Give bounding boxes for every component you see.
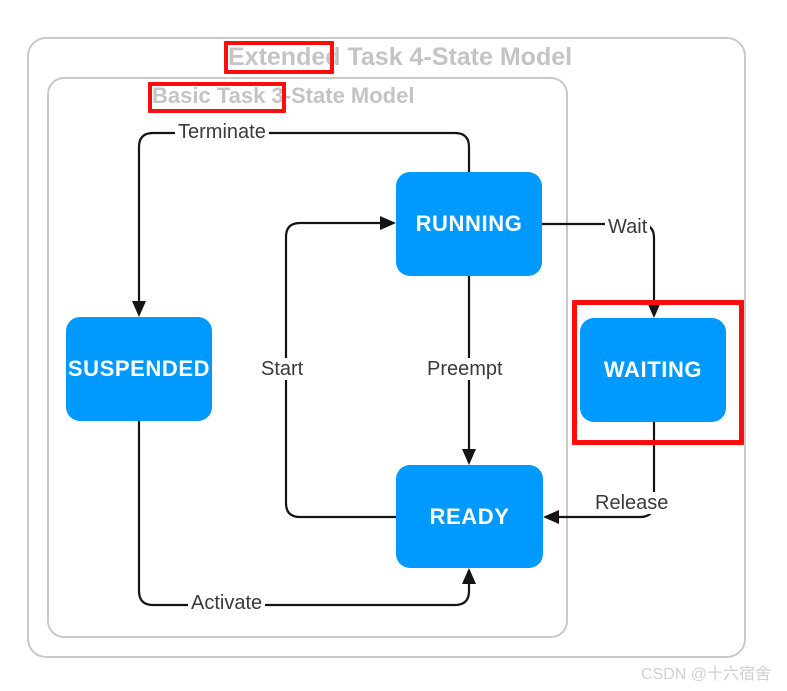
edge-terminate — [137, 131, 471, 305]
edge-label-release: Release — [592, 492, 672, 514]
arrow-preempt — [462, 449, 476, 465]
edge-activate — [137, 421, 471, 607]
outer-frame-extended-model — [27, 37, 746, 658]
edge-label-activate: Activate — [188, 592, 266, 614]
edge-label-preempt: Preempt — [424, 358, 506, 380]
arrow-wait — [647, 302, 661, 318]
edge-label-wait: Wait — [605, 216, 651, 238]
arrow-release — [543, 510, 559, 524]
inner-frame-basic-model — [47, 77, 568, 638]
highlight-box-extended — [224, 41, 334, 74]
arrow-activate — [462, 568, 476, 584]
edge-label-terminate: Terminate — [175, 121, 269, 143]
arrow-start — [380, 216, 396, 230]
state-box-waiting[interactable]: WAITING — [580, 318, 726, 422]
highlight-box-basic-task — [148, 82, 286, 113]
state-box-running[interactable]: RUNNING — [396, 172, 542, 276]
highlight-box-waiting-state — [572, 300, 744, 445]
outer-frame-title: Extended Task 4-State Model — [228, 43, 573, 71]
state-box-suspended[interactable]: SUSPENDED — [66, 317, 212, 421]
state-box-ready[interactable]: READY — [396, 465, 543, 568]
edge-label-start: Start — [258, 358, 307, 380]
arrow-terminate — [132, 301, 146, 317]
watermark: CSDN @十六宿舍 — [641, 666, 772, 683]
